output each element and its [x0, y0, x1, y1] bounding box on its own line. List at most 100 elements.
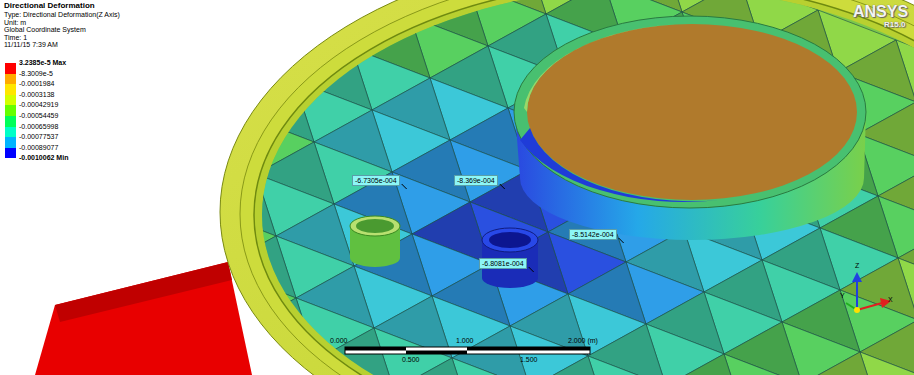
rib-panel — [802, 352, 880, 375]
ring-lip — [254, 0, 914, 375]
rib-panel — [82, 270, 160, 332]
legend-swatch — [5, 137, 16, 148]
rib-panel — [62, 208, 140, 270]
result-title: Directional Deformation — [4, 2, 95, 11]
rib-panel — [216, 50, 294, 112]
legend-swatch — [5, 84, 16, 95]
legend-value: -0.0001984 — [19, 80, 54, 88]
info-text: -0.0010062 Min — [19, 154, 68, 162]
rib-panel — [860, 352, 914, 375]
rib-panel — [0, 364, 64, 375]
rib-panel — [140, 206, 218, 268]
cylinder-rim — [514, 16, 866, 208]
legend-swatch — [5, 63, 16, 74]
scale-bar — [345, 347, 590, 354]
rib-panel — [102, 300, 180, 362]
ring-step — [240, 0, 914, 375]
probe-value: -6.7305e-004 — [355, 177, 397, 184]
rib-panel — [160, 268, 238, 330]
rib-panel — [0, 54, 22, 116]
rib-panel — [100, 114, 178, 176]
info-text: Unit: m — [4, 19, 26, 27]
rib-panel — [332, 0, 410, 16]
cylinder-blue-band — [520, 128, 720, 202]
rib-panel — [120, 144, 198, 206]
rib-panel — [0, 240, 24, 302]
blue-tube-top — [482, 228, 538, 252]
rib-panel — [452, 358, 530, 375]
rib-panel — [158, 82, 236, 144]
scale-label: 1.500 — [520, 356, 538, 364]
probe-label: -8.369e-004 — [454, 175, 498, 186]
support-block — [35, 262, 252, 375]
rib-panel — [238, 298, 316, 360]
legend-value: -0.00089077 — [19, 144, 58, 152]
rib-panel — [120, 176, 198, 238]
logo-text: R15.0 — [884, 21, 905, 30]
legend-value: -0.00077537 — [19, 133, 58, 141]
rib-panel — [118, 0, 196, 20]
rib-panel — [0, 334, 44, 375]
rib-panel — [218, 236, 296, 298]
rib-panel — [0, 272, 24, 334]
axis-label: X — [888, 296, 893, 304]
logo-text: ANSYS — [853, 3, 908, 21]
probe-label: -8.5142e-004 — [569, 229, 617, 240]
scale-label: 1.000 — [456, 337, 474, 345]
legend-swatch — [5, 148, 16, 159]
rib-panel — [218, 268, 296, 330]
rib-panel — [254, 0, 332, 18]
rib-panel — [80, 20, 158, 82]
rib-panel — [158, 50, 236, 112]
legend-swatch — [5, 127, 16, 138]
rib-panel — [100, 82, 178, 144]
axis-label: Z — [855, 262, 859, 270]
rib-panel — [0, 178, 62, 240]
rib-panel — [238, 330, 316, 375]
info-text: 11/11/15 7:39 AM — [4, 41, 58, 49]
rib-panel — [316, 360, 394, 375]
rib-panel — [274, 18, 352, 80]
green-tube-top — [350, 216, 400, 236]
axis-label: Y — [840, 292, 845, 300]
rib-panel — [160, 300, 238, 362]
rib-panel — [62, 176, 140, 238]
rib-panel — [216, 18, 294, 80]
scale-label: 2.000 (m) — [568, 337, 598, 345]
probe-label: -6.8081e-004 — [479, 258, 527, 269]
rib-panel — [138, 0, 216, 50]
legend-swatch — [5, 116, 16, 127]
rib-panel — [666, 354, 744, 375]
rib-panel — [530, 356, 608, 375]
rib-panel — [180, 330, 258, 375]
rib-panel — [102, 332, 180, 375]
axis-triad — [846, 272, 891, 313]
rib-panel — [0, 302, 44, 364]
rib-panel — [0, 178, 4, 240]
rib-panel — [44, 364, 122, 375]
outer-ring — [220, 0, 914, 375]
legend-swatch — [5, 74, 16, 85]
rib-panel — [198, 174, 276, 236]
legend-value: -0.0003138 — [19, 91, 54, 99]
legend-value: -8.3009e-5 — [19, 70, 53, 78]
legend-value: 3.2385e-5 Max — [19, 59, 66, 67]
rib-panel — [178, 112, 256, 174]
rib-panel — [122, 362, 200, 375]
legend-value: -0.00042919 — [19, 101, 58, 109]
rib-panel — [236, 80, 314, 142]
rib-panel — [588, 356, 666, 375]
support-block-edge — [55, 262, 232, 322]
probe-value: -8.5142e-004 — [572, 231, 614, 238]
legend-swatch — [5, 105, 16, 116]
rib-panel — [258, 360, 336, 375]
rib-panel — [0, 210, 4, 272]
probe-value: -8.369e-004 — [457, 177, 495, 184]
rib-panel — [80, 52, 158, 114]
rib-panel — [4, 208, 82, 270]
info-text: Time: 1 — [4, 34, 27, 42]
rib-panel — [198, 206, 276, 268]
legend-value: -0.00054459 — [19, 112, 58, 120]
